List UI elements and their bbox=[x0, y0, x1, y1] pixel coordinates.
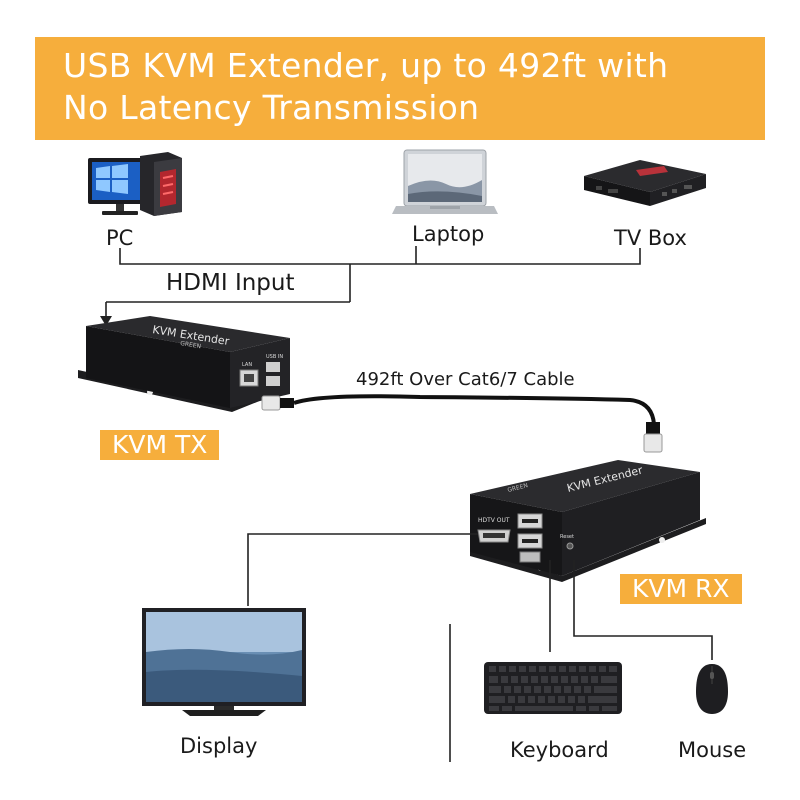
mouse-icon bbox=[696, 664, 728, 714]
laptop-icon bbox=[392, 149, 498, 214]
source-label-laptop: Laptop bbox=[412, 222, 485, 246]
hdmi-input-arrow bbox=[100, 316, 112, 326]
output-connector-lines bbox=[247, 533, 713, 762]
kvm-tx-device: KVM Extender GREEN LAN USB IN bbox=[78, 316, 290, 412]
kvm-rx-device: KVM Extender GREEN HDTV OUT Reset bbox=[470, 460, 706, 582]
keyboard-icon bbox=[484, 662, 622, 714]
tx-port-lan-label: LAN bbox=[242, 362, 252, 368]
output-label-display: Display bbox=[180, 734, 258, 758]
rx-brand-mark: GREEN bbox=[507, 482, 529, 494]
source-label-tv-box: TV Box bbox=[614, 226, 687, 250]
source-connector-lines bbox=[105, 246, 641, 318]
rj45-plug-icon-rx bbox=[643, 422, 663, 453]
cat-cable bbox=[293, 394, 656, 425]
display-icon bbox=[142, 608, 306, 716]
kvm-tx-tag: KVM TX bbox=[100, 430, 220, 460]
tv-box-icon bbox=[584, 160, 706, 206]
tx-brand-mark: GREEN bbox=[180, 340, 202, 350]
pc-monitor-icon bbox=[88, 158, 152, 215]
cable-label: 492ft Over Cat6/7 Cable bbox=[356, 369, 575, 390]
rj45-plug-icon bbox=[261, 395, 294, 411]
tx-port-usb-label: USB IN bbox=[266, 354, 283, 360]
title-banner: USB KVM Extender, up to 492ft with No La… bbox=[35, 37, 765, 140]
pc-tower-icon bbox=[140, 152, 182, 216]
kvm-rx-tag: KVM RX bbox=[620, 574, 742, 604]
output-label-keyboard: Keyboard bbox=[510, 738, 609, 762]
banner-title: USB KVM Extender, up to 492ft with No La… bbox=[63, 46, 669, 127]
rx-port-hdmi-label: HDTV OUT bbox=[478, 517, 510, 524]
source-label-pc: PC bbox=[106, 226, 134, 250]
output-label-mouse: Mouse bbox=[678, 738, 747, 762]
hdmi-input-label: HDMI Input bbox=[166, 270, 295, 296]
rx-port-reset-label: Reset bbox=[560, 534, 574, 540]
